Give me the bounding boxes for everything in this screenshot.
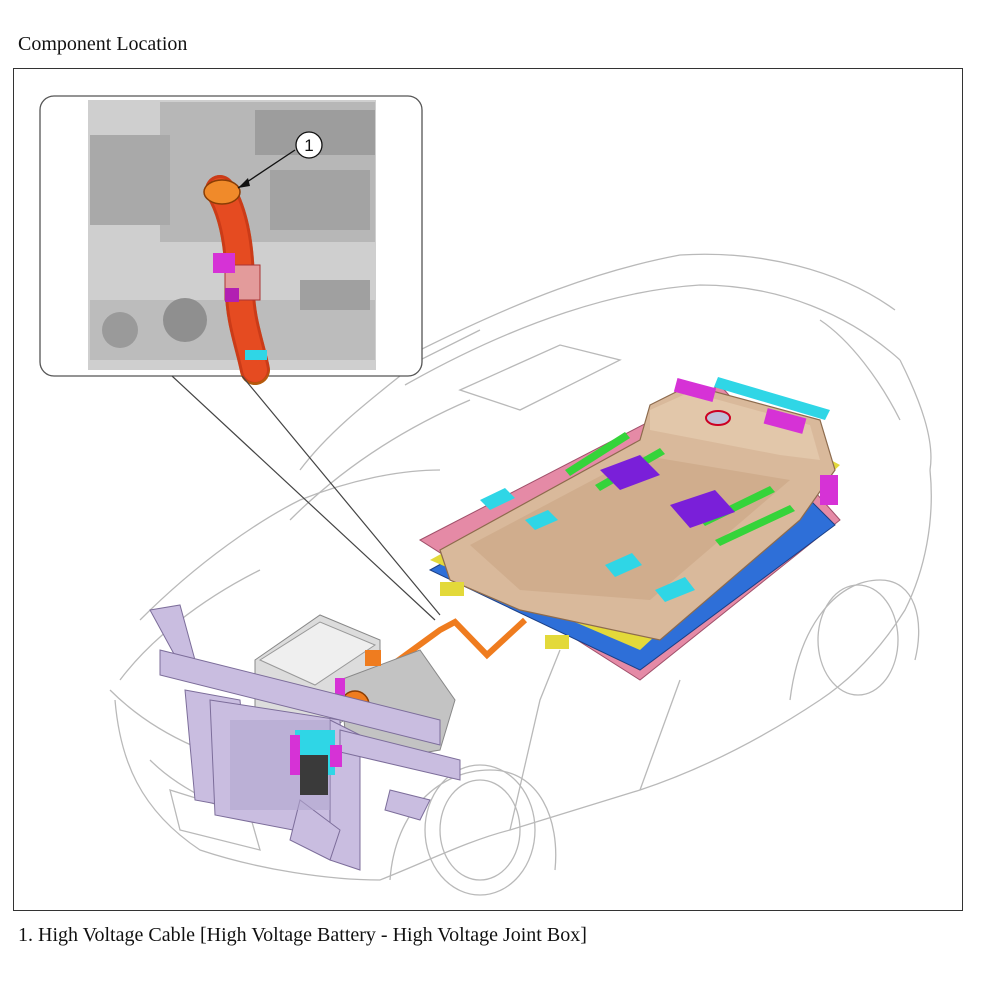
callout-number: 1 <box>304 136 313 155</box>
page-title: Component Location <box>18 33 188 55</box>
high-voltage-battery <box>418 377 841 681</box>
inset-leader-lines <box>171 375 441 621</box>
component-caption: 1. High Voltage Cable [High Voltage Batt… <box>18 924 587 946</box>
detail-inset <box>39 95 423 385</box>
front-frame-details <box>230 720 342 810</box>
